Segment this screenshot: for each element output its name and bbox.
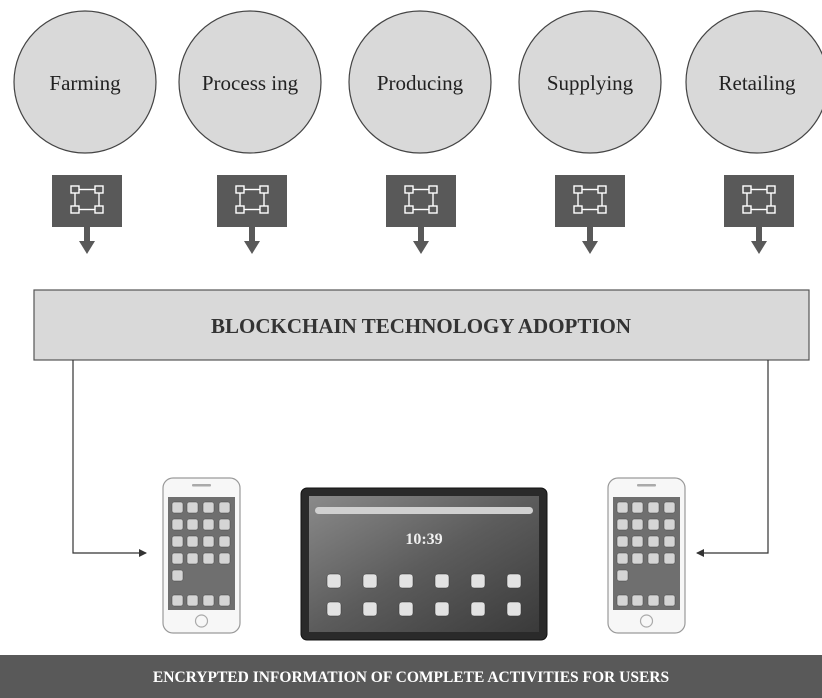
stage-producing: Producing	[348, 10, 492, 154]
tablet-clock: 10:39	[405, 531, 442, 548]
stage-label: Process ing	[202, 71, 299, 95]
stage-circles: Farming Process ing Producing Supplying …	[13, 10, 822, 154]
blockchain-network-icon	[386, 175, 456, 254]
connector-arrows	[72, 360, 769, 557]
adoption-label: BLOCKCHAIN TECHNOLOGY ADOPTION	[211, 314, 631, 338]
tablet: 10:39	[300, 487, 548, 641]
smartphone-right	[607, 477, 686, 634]
stage-label: Farming	[49, 71, 121, 95]
smartphone-left	[162, 477, 241, 634]
footer-banner: ENCRYPTED INFORMATION OF COMPLETE ACTIVI…	[0, 655, 822, 698]
stage-supplying: Supplying	[518, 10, 662, 154]
stage-label: Producing	[377, 71, 464, 95]
stage-farming: Farming	[13, 10, 157, 154]
right-connector-arrow	[696, 360, 769, 557]
blockchain-network-icon	[52, 175, 122, 254]
stage-label: Supplying	[547, 71, 634, 95]
blockchain-network-icon	[724, 175, 794, 254]
stage-label: Retailing	[719, 71, 796, 95]
footer-label: ENCRYPTED INFORMATION OF COMPLETE ACTIVI…	[153, 669, 669, 686]
blockchain-network-icon	[217, 175, 287, 254]
stage-retailing: Retailing	[685, 10, 822, 154]
left-connector-arrow	[72, 360, 147, 557]
blockchain-network-icon	[555, 175, 625, 254]
adoption-box: BLOCKCHAIN TECHNOLOGY ADOPTION	[33, 289, 810, 361]
stage-processing: Process ing	[178, 10, 322, 154]
block-icon-row	[52, 175, 794, 254]
